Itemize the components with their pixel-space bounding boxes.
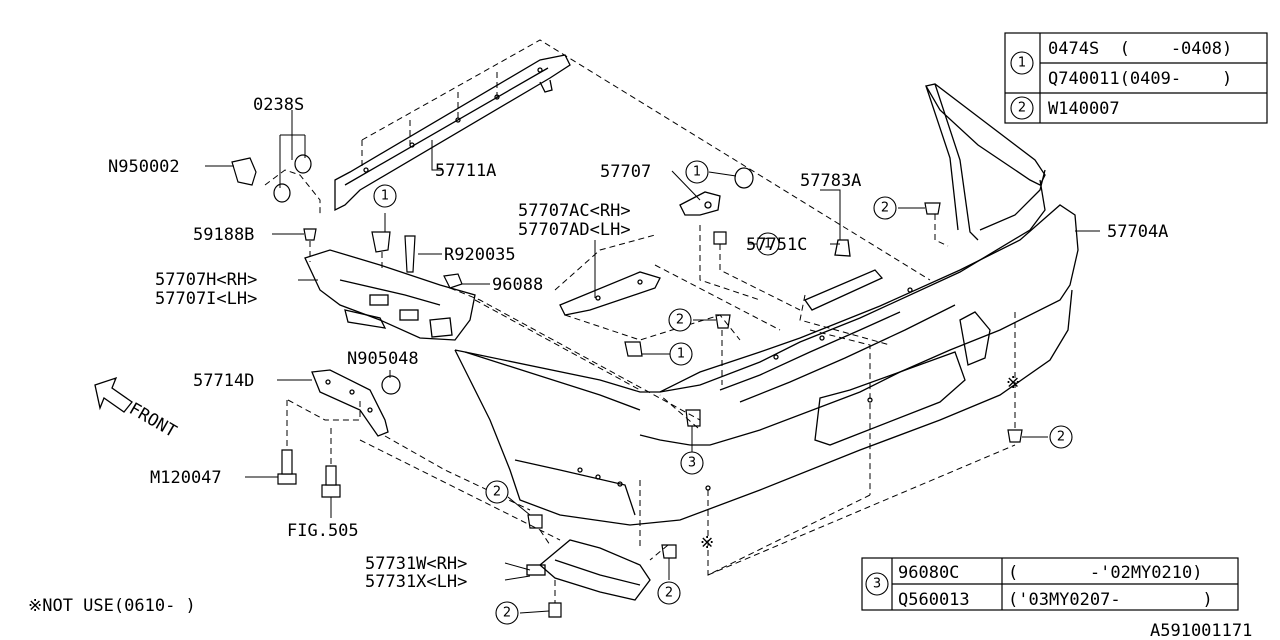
legend-range: ('03MY0207- ) — [1008, 590, 1213, 610]
legend-part: 96080C — [898, 563, 959, 583]
bracket-57751c — [804, 239, 884, 311]
legend-table-bottom: 3 96080C ( -'02MY0210) Q560013 ('03MY020… — [861, 557, 1239, 611]
legend-row: 0474S ( -0408) — [1048, 39, 1232, 59]
svg-text:3: 3 — [873, 577, 881, 592]
legend-row: Q740011(0409- ) — [1048, 69, 1232, 89]
front-label: FRONT — [126, 399, 180, 442]
upper-bracket-57711a — [334, 54, 571, 212]
svg-text:2: 2 — [1018, 101, 1026, 116]
svg-text:2: 2 — [503, 606, 511, 621]
label-59188b: 59188B — [193, 225, 254, 245]
label-n905048: N905048 — [347, 349, 419, 369]
svg-text:2: 2 — [493, 485, 501, 500]
callout-1: 1 — [685, 160, 709, 184]
part-labels: 0238S N950002 57711A 57707 57783A 57704A… — [28, 95, 1252, 640]
svg-text:1: 1 — [693, 165, 701, 180]
label-0238s: 0238S — [253, 95, 304, 115]
label-57707h: 57707H<RH> — [155, 270, 257, 290]
label-57731w: 57731W<RH> — [365, 554, 467, 574]
svg-text:2: 2 — [676, 313, 684, 328]
legend-part: Q560013 — [898, 590, 970, 610]
label-fig505: FIG.505 — [287, 521, 359, 541]
assembly-lines — [264, 39, 1016, 603]
label-57707ad: 57707AD<LH> — [518, 220, 631, 240]
label-57707i: 57707I<LH> — [155, 289, 257, 309]
label-n950002: N950002 — [108, 157, 180, 177]
callout-2: 2 — [668, 308, 692, 332]
callout-1: 1 — [669, 342, 693, 366]
bracket-57731 — [526, 539, 651, 601]
bracket-57707ac — [559, 271, 661, 316]
svg-text:2: 2 — [1057, 430, 1065, 445]
svg-text:3: 3 — [688, 456, 696, 471]
svg-text:1: 1 — [677, 347, 685, 362]
note-not-use: ※NOT USE(0610- ) — [28, 596, 196, 616]
label-57707: 57707 — [600, 162, 651, 182]
star-mark: ※ — [1006, 373, 1020, 393]
bracket-57714d — [311, 369, 389, 437]
legend-row: W140007 — [1048, 99, 1120, 119]
star-mark: ※ — [700, 533, 714, 553]
legend-callout-1: 1 — [1010, 51, 1034, 75]
legend-callout-2: 2 — [1010, 96, 1034, 120]
callout-3: 3 — [680, 451, 704, 475]
callout-2: 2 — [1049, 425, 1073, 449]
callout-1: 1 — [756, 232, 780, 256]
front-arrow: FRONT — [94, 376, 180, 442]
svg-text:2: 2 — [881, 201, 889, 216]
label-57711a: 57711A — [435, 161, 496, 181]
bracket-57707 — [679, 191, 721, 216]
label-57751c: 57751C — [746, 235, 807, 255]
svg-text:2: 2 — [665, 586, 673, 601]
callouts: 1 1 1 1 2 2 2 2 2 2 3 — [373, 160, 1073, 625]
label-57707ac: 57707AC<RH> — [518, 201, 631, 221]
label-57731x: 57731X<LH> — [365, 572, 467, 592]
label-57783a: 57783A — [800, 171, 861, 191]
callout-2: 2 — [485, 480, 509, 504]
label-57714d: 57714D — [193, 371, 254, 391]
diagram-id: A591001171 — [1150, 621, 1252, 640]
callout-2: 2 — [495, 601, 519, 625]
label-m120047: M120047 — [150, 468, 222, 488]
callout-2: 2 — [657, 581, 681, 605]
label-57704a: 57704A — [1107, 222, 1168, 242]
svg-text:1: 1 — [381, 189, 389, 204]
legend-table-top: 1 2 0474S ( -0408) Q740011(0409- ) W1400… — [1004, 32, 1268, 124]
callout-2: 2 — [873, 196, 897, 220]
svg-text:1: 1 — [764, 237, 772, 252]
side-bracket-57707h — [304, 249, 476, 341]
bumper-cover — [454, 83, 1079, 526]
legend-range: ( -'02MY0210) — [1008, 563, 1202, 583]
fasteners — [231, 154, 1023, 618]
callout-1: 1 — [373, 184, 397, 208]
label-r920035: R920035 — [444, 245, 516, 265]
leader-lines — [205, 110, 1100, 614]
legend-callout-3: 3 — [865, 572, 889, 596]
label-96088: 96088 — [492, 275, 543, 295]
svg-text:1: 1 — [1018, 56, 1026, 71]
